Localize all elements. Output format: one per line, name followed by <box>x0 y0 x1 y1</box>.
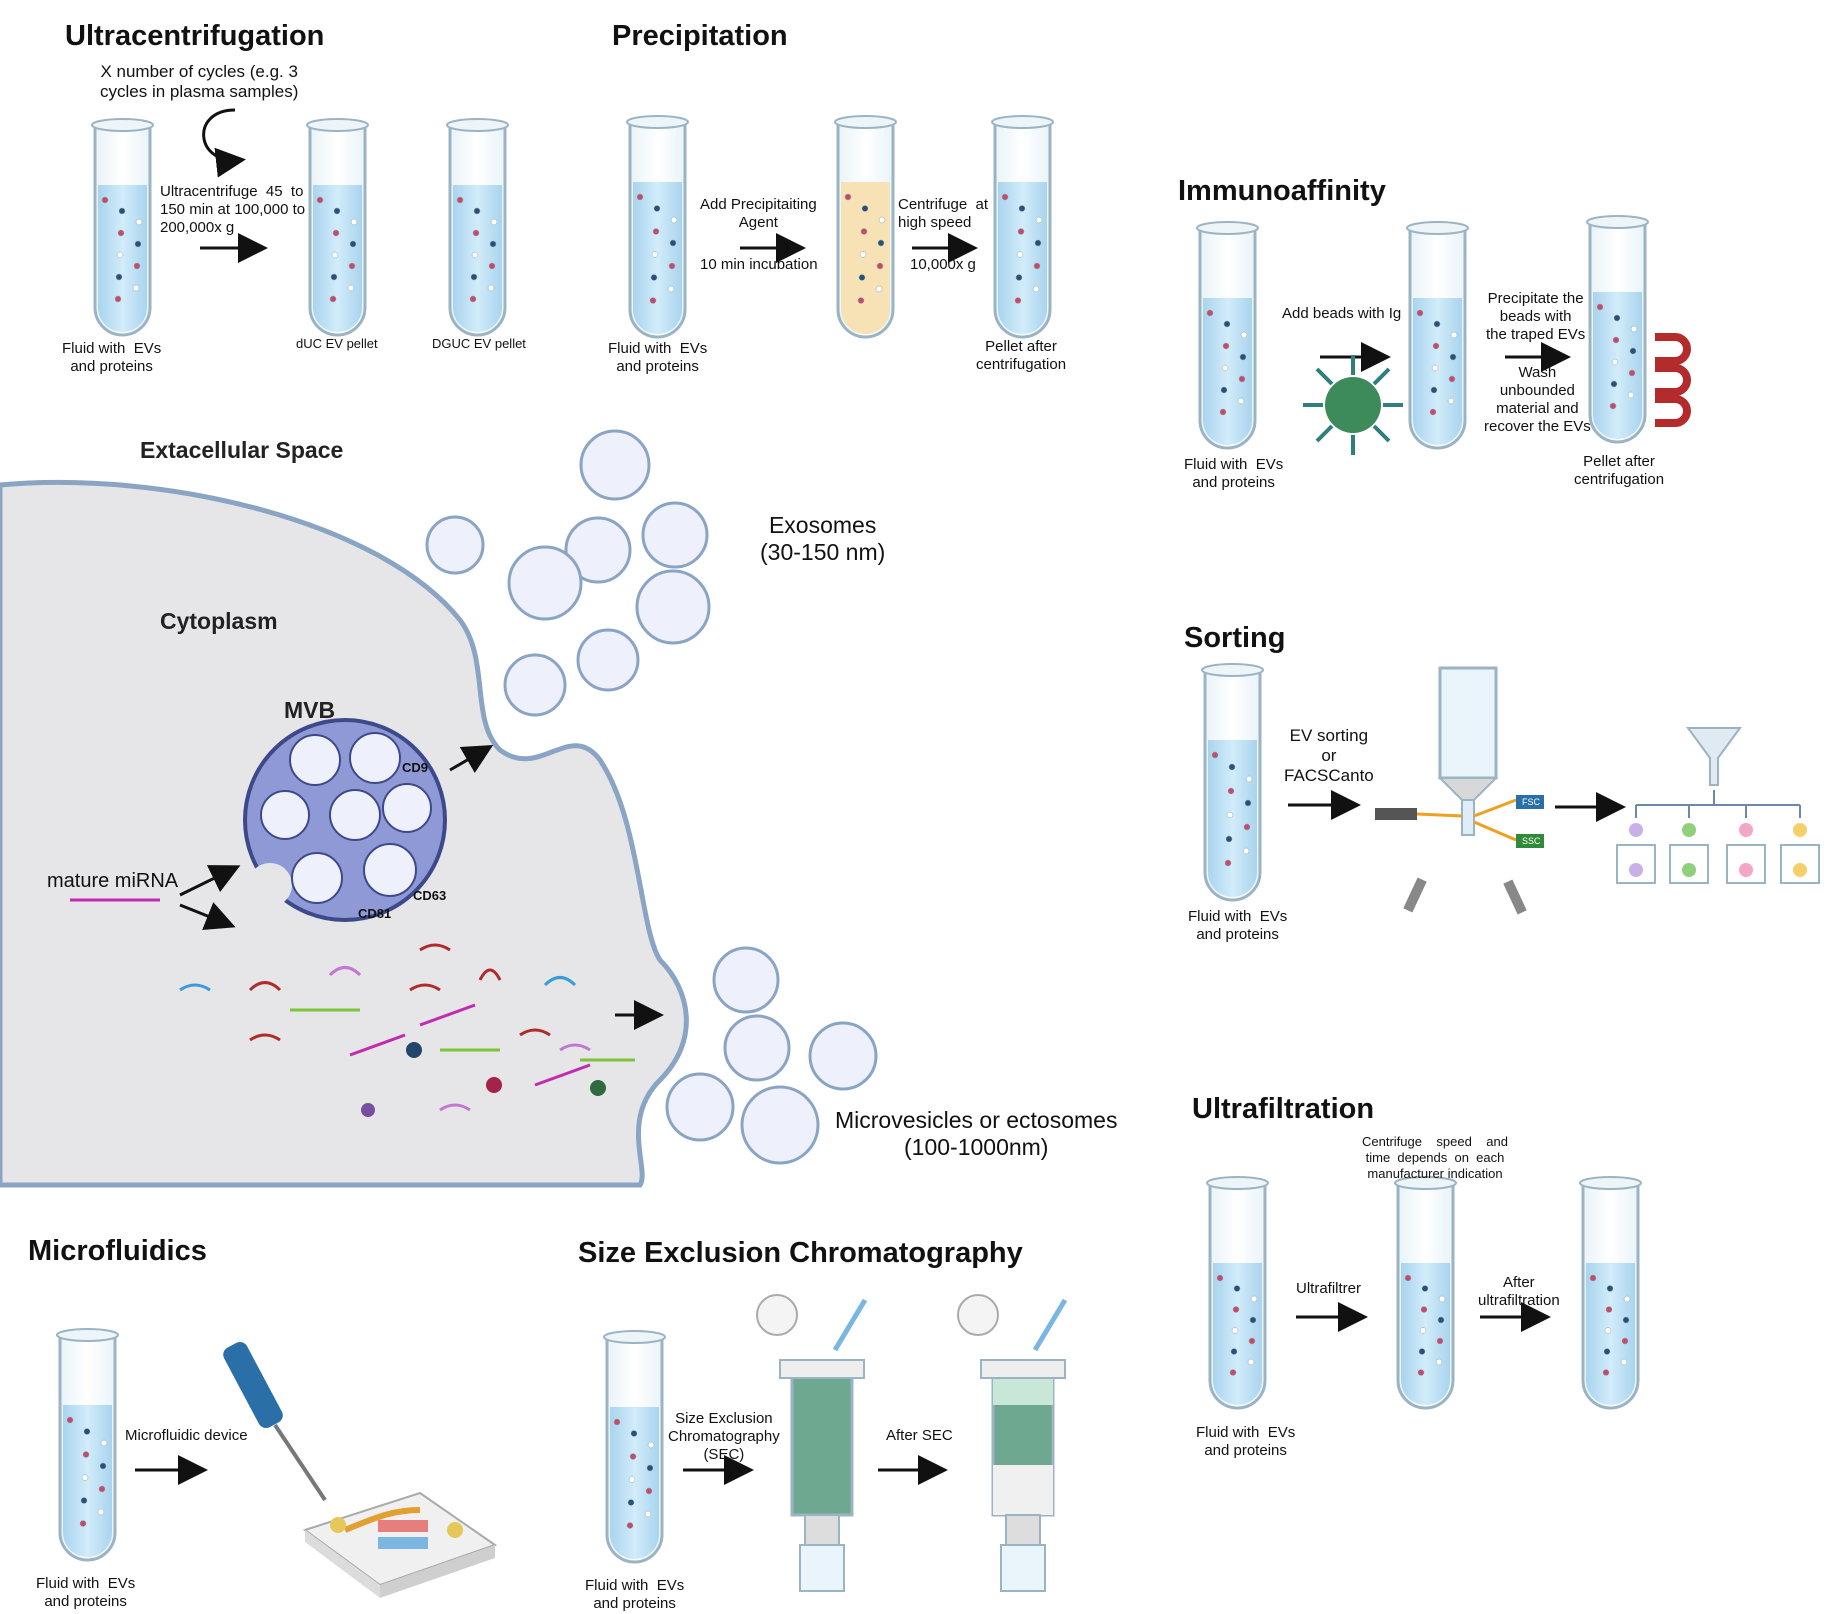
pipette <box>223 1341 327 1502</box>
arrow-mirna-mvb <box>179 865 241 897</box>
prec-step1b: 10 min incubation <box>700 256 818 273</box>
title-ultrafiltration: Ultrafiltration <box>1192 1093 1375 1125</box>
imm-tube-2 <box>1406 221 1469 450</box>
imm-tube3-label: Pellet after centrifugation <box>1574 453 1665 488</box>
prec-tube-2 <box>834 115 897 339</box>
uc-cycles-note: X number of cycles (e.g. 3 cycles in pla… <box>100 62 299 101</box>
label-microvesicles: Microvesicles or ectosomes (100-1000nm) <box>835 1107 1118 1160</box>
label-mirna: mature miRNA <box>47 870 179 892</box>
microvesicles <box>665 946 878 1165</box>
uf-step1: Ultrafiltrer <box>1296 1280 1362 1297</box>
title-precipitation: Precipitation <box>612 20 788 52</box>
sec-columns <box>756 1294 1068 1592</box>
label-cd81: CD81 <box>358 906 392 921</box>
ssc-label: SSC <box>1522 836 1541 846</box>
mf-tube-1 <box>56 1328 119 1562</box>
sort-tube1-label: Fluid with EVs and proteins <box>1188 908 1288 943</box>
uc-tube-3 <box>446 118 509 337</box>
imm-tube-3 <box>1586 215 1649 444</box>
arrow-mvb-exo <box>449 744 494 774</box>
label-cd9: CD9 <box>402 760 429 775</box>
prec-tube3-label: Pellet after centrifugation <box>976 338 1067 373</box>
sort-tube-1 <box>1201 663 1264 902</box>
uf-tube-3 <box>1579 1176 1642 1410</box>
sec-step2: After SEC <box>886 1427 953 1444</box>
prec-step1: Add Precipitaiting Agent <box>700 196 817 231</box>
uc-tube2-label: dUC EV pellet <box>296 336 378 351</box>
mirna-strands <box>70 898 635 1112</box>
uc-step: Ultracentrifuge 45 to 150 min at 100,000… <box>160 183 306 236</box>
fsc-label: FSC <box>1522 797 1540 807</box>
sec-tube-1 <box>603 1330 666 1564</box>
uc-tube-2 <box>306 118 369 337</box>
imm-step3: Wash unbounded material and recover the … <box>1484 364 1591 435</box>
sorter <box>1375 666 1544 915</box>
title-ultracentrifugation: Ultracentrifugation <box>65 20 325 52</box>
ig-bead <box>1303 355 1403 455</box>
label-mvb: MVB <box>284 697 336 723</box>
uc-tube-1 <box>91 118 154 337</box>
sec-tube1-label: Fluid with EVs and proteins <box>585 1577 685 1612</box>
mf-step: Microfluidic device <box>125 1427 248 1444</box>
prec-tube-3 <box>991 115 1054 339</box>
title-immunoaffinity: Immunoaffinity <box>1178 175 1386 207</box>
microfluidic-chip <box>302 1491 498 1598</box>
proteins <box>361 1042 606 1117</box>
sec-step1: Size Exclusion Chromatography (SEC) <box>668 1410 780 1463</box>
prec-step2: Centrifuge at high speed <box>898 196 989 231</box>
uf-tube-1 <box>1206 1176 1269 1410</box>
imm-tube-1 <box>1196 221 1259 450</box>
label-extracellular: Extacellular Space <box>140 437 344 463</box>
uf-note: Centrifuge speed and time depends on eac… <box>1362 1134 1508 1181</box>
mvb <box>243 718 447 922</box>
prec-tube-1 <box>626 115 689 339</box>
label-exosomes: Exosomes (30-150 nm) <box>760 512 886 565</box>
label-cytoplasm: Cytoplasm <box>160 608 278 634</box>
uc-tube3-label: DGUC EV pellet <box>432 336 526 351</box>
arrow-mirna-cyto <box>179 902 236 931</box>
title-sorting: Sorting <box>1184 622 1286 654</box>
magnets <box>1655 333 1691 427</box>
sort-branches <box>1635 790 1801 818</box>
prec-tube1-label: Fluid with EVs and proteins <box>608 340 708 375</box>
uc-tube1-label: Fluid with EVs and proteins <box>62 340 162 375</box>
label-cd63: CD63 <box>413 888 447 903</box>
prec-step2b: 10,000x g <box>910 256 976 273</box>
imm-step2: Precipitate the beads with the traped EV… <box>1486 290 1586 343</box>
mf-tube1-label: Fluid with EVs and proteins <box>36 1575 136 1610</box>
sort-step: EV sorting or FACSCanto <box>1284 726 1374 785</box>
title-sec: Size Exclusion Chromatography <box>578 1237 1023 1269</box>
title-microfluidics: Microfluidics <box>28 1235 207 1267</box>
sorted-tubes <box>1616 844 1820 884</box>
cycle-arrow <box>202 108 246 178</box>
imm-tube1-label: Fluid with EVs and proteins <box>1184 456 1284 491</box>
tubes <box>56 115 1649 1564</box>
sort-funnel <box>1686 727 1742 786</box>
exosomes <box>425 429 711 717</box>
uf-tube1-label: Fluid with EVs and proteins <box>1196 1424 1296 1459</box>
uf-step2: After ultrafiltration <box>1478 1274 1560 1309</box>
imm-step1: Add beads with Ig <box>1282 305 1402 322</box>
sorted-dots <box>1629 823 1807 877</box>
uf-tube-2 <box>1394 1176 1457 1410</box>
